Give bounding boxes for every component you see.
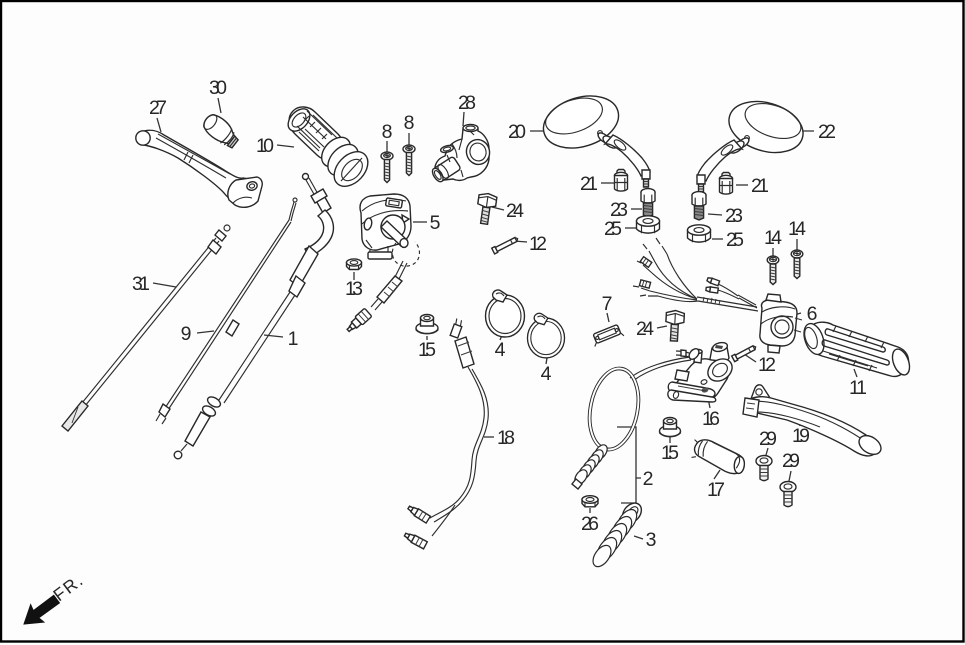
svg-text:21: 21: [751, 175, 769, 197]
svg-text:4: 4: [541, 363, 552, 385]
svg-text:26: 26: [581, 513, 599, 535]
svg-text:31: 31: [132, 273, 150, 295]
svg-text:1: 1: [288, 328, 299, 350]
svg-text:17: 17: [707, 479, 725, 501]
svg-text:9: 9: [181, 323, 192, 345]
svg-text:7: 7: [602, 293, 613, 315]
svg-text:20: 20: [508, 121, 526, 143]
svg-text:29: 29: [782, 450, 800, 472]
svg-text:24: 24: [636, 318, 654, 340]
svg-text:21: 21: [580, 173, 598, 195]
svg-text:10: 10: [256, 135, 274, 157]
svg-text:24: 24: [506, 200, 524, 222]
svg-text:30: 30: [209, 77, 227, 99]
svg-text:11: 11: [849, 377, 867, 399]
svg-text:29: 29: [759, 428, 777, 450]
svg-text:23: 23: [610, 199, 628, 221]
svg-text:28: 28: [458, 92, 476, 114]
svg-text:13: 13: [345, 278, 363, 300]
svg-text:12: 12: [529, 233, 547, 255]
svg-text:16: 16: [702, 408, 720, 430]
svg-text:15: 15: [418, 339, 436, 361]
svg-text:18: 18: [497, 427, 515, 449]
svg-text:23: 23: [725, 205, 743, 227]
svg-text:5: 5: [430, 212, 441, 234]
svg-text:25: 25: [604, 218, 622, 240]
svg-text:14: 14: [764, 227, 782, 249]
svg-text:3: 3: [646, 529, 657, 551]
svg-text:22: 22: [818, 121, 836, 143]
svg-text:2: 2: [643, 468, 654, 490]
svg-text:27: 27: [149, 97, 167, 119]
svg-text:8: 8: [382, 121, 393, 143]
svg-text:6: 6: [807, 303, 818, 325]
svg-text:19: 19: [792, 425, 810, 447]
svg-text:4: 4: [495, 339, 506, 361]
svg-text:25: 25: [726, 229, 744, 251]
svg-text:14: 14: [788, 218, 806, 240]
svg-text:12: 12: [758, 354, 776, 376]
svg-text:8: 8: [404, 112, 415, 134]
svg-text:15: 15: [661, 442, 679, 464]
